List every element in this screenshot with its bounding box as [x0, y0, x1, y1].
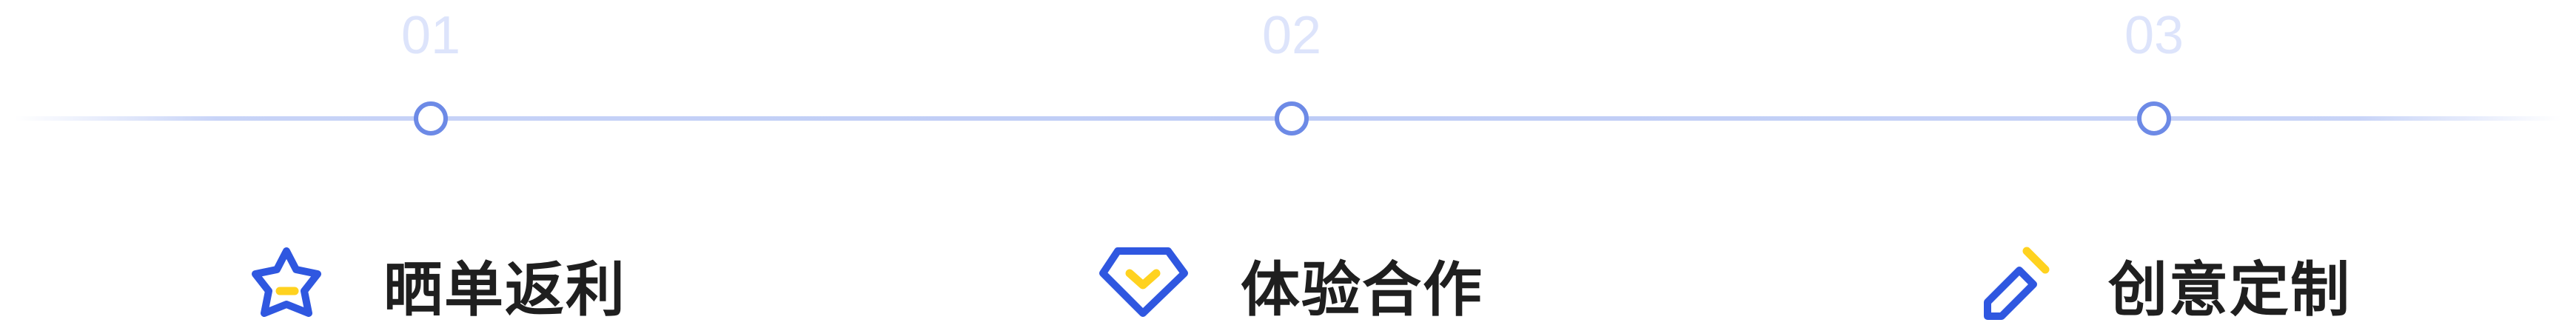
step-number-2: 02: [1261, 6, 1322, 65]
step-number-3: 03: [2124, 6, 2184, 65]
step-number-1: 01: [400, 6, 461, 65]
feature-item-1: 晒单返利: [238, 241, 626, 330]
timeline-node-3: [2137, 101, 2171, 136]
feature-label-3: 创意定制: [2108, 255, 2351, 324]
diamond-icon: [1099, 247, 1188, 317]
feature-label-2: 体验合作: [1241, 255, 1483, 324]
feature-label-1: 晒单返利: [383, 255, 626, 324]
feature-item-2: 体验合作: [1096, 241, 1483, 330]
feature-item-3: 创意定制: [1963, 241, 2351, 330]
star-icon: [252, 247, 321, 317]
timeline-node-1: [414, 101, 448, 136]
timeline-node-2: [1275, 101, 1309, 136]
pencil-icon: [1984, 247, 2050, 320]
